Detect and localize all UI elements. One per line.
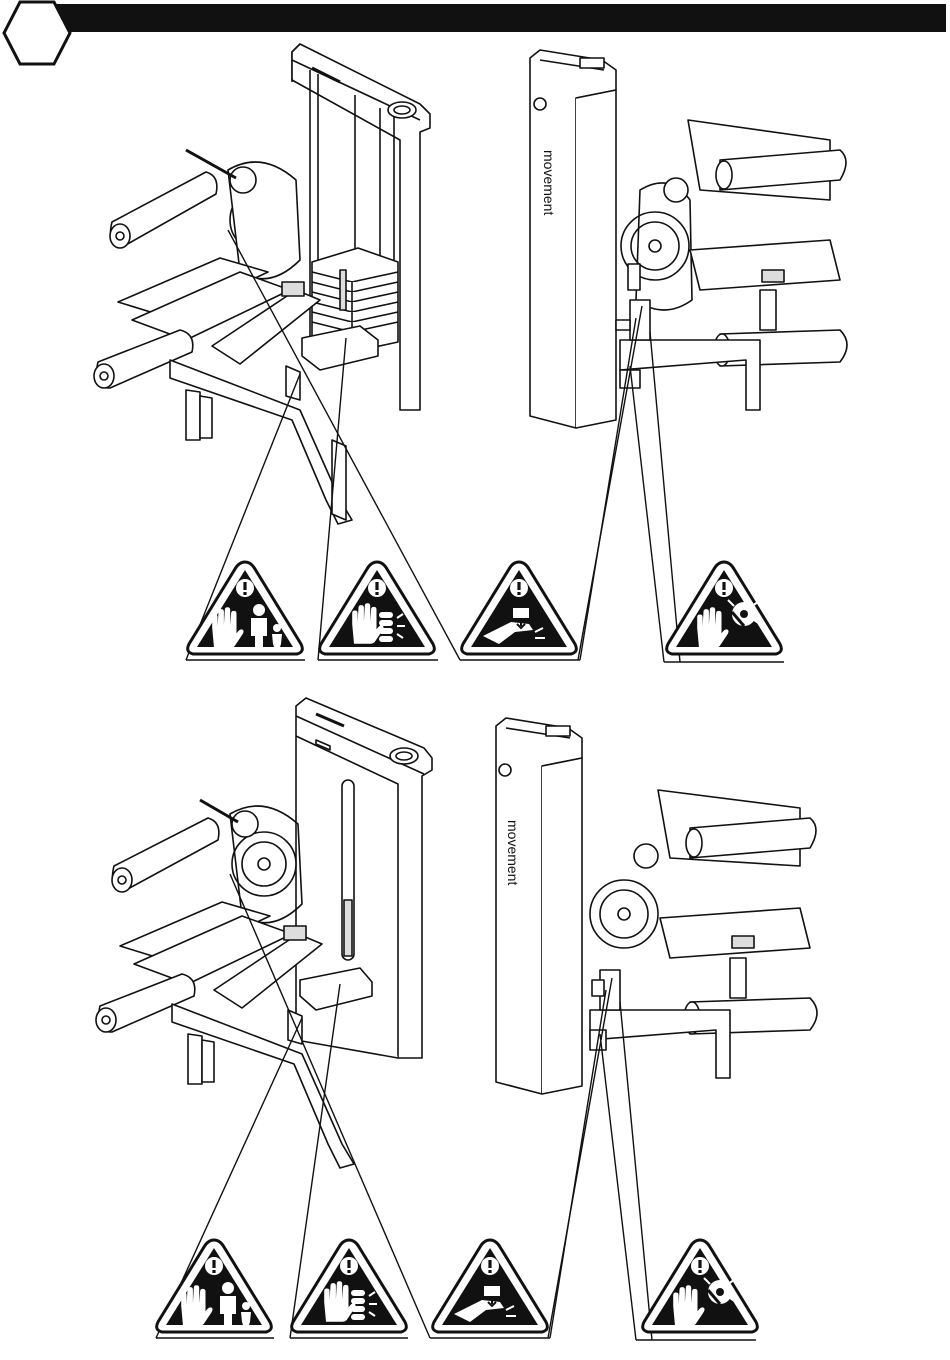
machine-front-view-bottom [96,698,432,1168]
warning-label-weight-stack-pinch [320,562,435,654]
warning-label-keep-children-away [188,562,303,654]
machine-rear-view-top: movement [530,50,847,428]
machine-rear-view-bottom: movement [496,718,817,1094]
warning-label-keep-children-away-bottom [157,1240,272,1332]
warning-label-hand-crush-bottom [433,1240,548,1332]
warning-label-pulley-entanglement-bottom [643,1240,758,1332]
svg-text:movement: movement [505,820,521,885]
machine-front-view-top [94,44,430,524]
warning-label-pulley-entanglement [667,562,782,654]
warning-label-hand-crush [462,562,577,654]
warning-label-weight-stack-pinch-bottom [292,1240,407,1332]
svg-text:movement: movement [541,150,557,215]
